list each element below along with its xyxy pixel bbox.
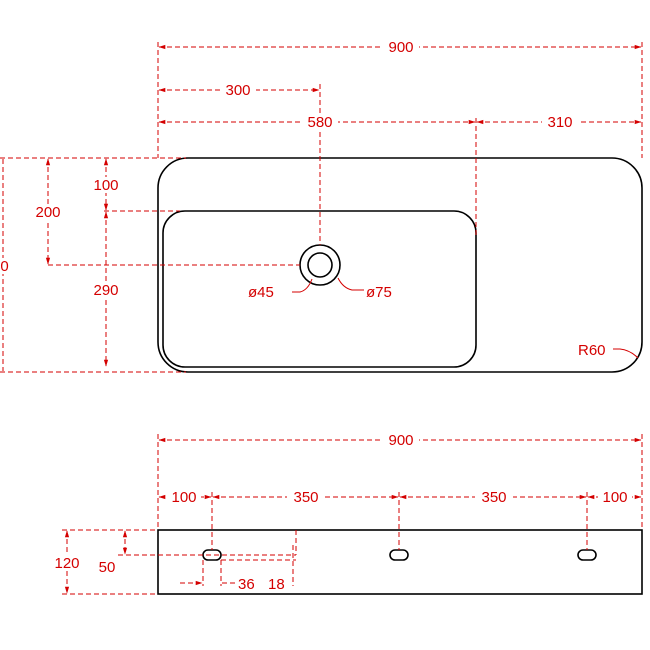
top-view: 900 300 580 310 100 200 290 00 (0, 39, 643, 373)
leader-corner-radius (613, 348, 639, 359)
dim-label-tap-offset: 300 (225, 82, 250, 99)
dim-label-tap-hole-diameter: ø75 (366, 284, 392, 301)
front-dim-label-slot-width: 18 (268, 576, 285, 593)
front-dim-label-edge-left: 100 (171, 489, 196, 506)
front-dim-label-slot-offset: 50 (99, 559, 116, 576)
front-dim-label-spacing-1: 350 (293, 489, 318, 506)
dim-label-bowl-depth: 290 (93, 282, 118, 299)
dim-label-corner-radius: R60 (578, 342, 606, 359)
waste-hole-inner-circle (307, 252, 333, 278)
front-dim-label-height: 120 (54, 555, 79, 572)
front-dim-label-edge-right: 100 (602, 489, 627, 506)
leader-waste-diameter (292, 278, 313, 293)
dim-label-overall-width: 900 (388, 39, 413, 56)
front-body-outline (157, 529, 643, 595)
front-view: 900 100 350 350 100 120 50 36 (49, 432, 643, 595)
tap-hole-outer-circle (299, 244, 341, 286)
dim-label-tap-depth: 200 (35, 204, 60, 221)
bowl-outline (162, 210, 477, 368)
basin-outline (157, 157, 643, 373)
front-dim-label-overall-width: 900 (388, 432, 413, 449)
front-dim-label-slot-length: 36 (238, 576, 255, 593)
front-dim-label-spacing-2: 350 (481, 489, 506, 506)
dim-label-bowl-top-offset: 100 (93, 177, 118, 194)
leader-tap-hole-diameter (337, 277, 364, 291)
overflow-slot-center (389, 549, 409, 561)
dim-label-deck-width: 310 (547, 114, 572, 131)
overflow-slot-right (577, 549, 597, 561)
dim-label-bowl-width: 580 (307, 114, 332, 131)
dim-label-waste-diameter: ø45 (248, 284, 274, 301)
dim-label-overall-depth: 00 (0, 258, 9, 275)
